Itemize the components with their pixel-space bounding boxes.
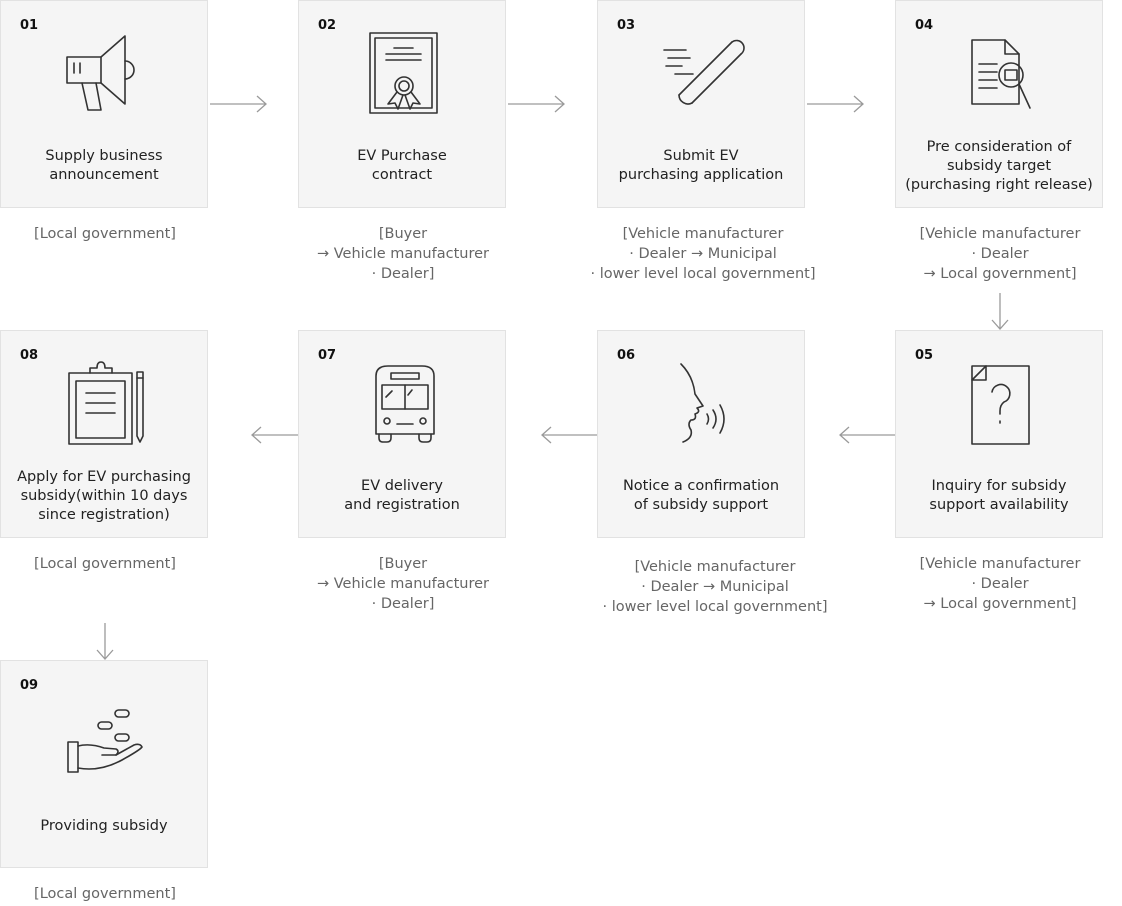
clipboard-pen-icon [68,361,144,445]
arrow-left-icon [251,426,298,444]
step-title: Submit EV purchasing application [618,148,784,183]
step-number: 06 [617,348,636,363]
step-05-actor: [Vehicle manufacturer · Dealer → Local g… [919,556,1081,612]
step-03-box: 03 Submit EV purchasing application [597,0,805,208]
step-03-actor: [Vehicle manufacturer · Dealer → Municip… [590,226,816,282]
step-title: EV delivery and registration [344,478,460,513]
step-02-actor: [Buyer → Vehicle manufacturer · Dealer] [317,226,489,282]
step-title: EV Purchase contract [357,148,447,183]
step-06-box: 06 Notice a confirmation of subsidy supp… [597,330,805,538]
step-05-box: 05 Inquiry for subsidy support availabil… [895,330,1103,538]
scroll-icon [663,39,745,105]
step-number: 03 [617,18,636,33]
arrow-right-icon [807,95,864,113]
step-title: Notice a confirmation of subsidy support [622,478,780,513]
step-number: 02 [318,18,337,33]
speaking-face-icon [680,363,725,443]
bus-icon [375,365,435,443]
step-02-box: 02 EV Purchase contract [298,0,506,208]
step-number: 04 [915,18,934,33]
step-04-actor: [Vehicle manufacturer · Dealer → Local g… [919,226,1081,282]
arrow-left-icon [541,426,597,444]
step-08-actor: [Local government] [34,556,176,572]
step-number: 01 [20,18,39,33]
step-04-box: 04 Pre consideration of subsidy target (… [895,0,1103,208]
certificate-icon [369,32,438,114]
step-09-box: 09 Providing subsidy [0,660,208,868]
step-title: Pre consideration of subsidy target (pur… [905,138,1093,193]
document-search-icon [971,39,1031,109]
step-07-actor: [Buyer → Vehicle manufacturer · Dealer] [317,556,489,612]
step-title: Apply for EV purchasing subsidy(within 1… [17,468,191,523]
step-number: 09 [20,678,39,693]
arrow-right-icon [210,95,267,113]
arrow-down-icon [991,293,1009,330]
step-06-actor: [Vehicle manufacturer · Dealer → Municip… [602,559,828,615]
arrow-down-icon [96,623,114,660]
step-08-box: 08 Apply for EV purchasing subsidy(withi… [0,330,208,538]
step-number: 05 [915,348,934,363]
hand-coins-icon [67,709,143,773]
step-09-actor: [Local government] [34,886,176,902]
step-01-actor: [Local government] [34,226,176,242]
step-number: 07 [318,348,337,363]
step-07-box: 07 EV delivery and registration [298,330,506,538]
step-01-box: 01 Supply business announcement [0,0,208,208]
step-title: Supply business announcement [45,148,163,183]
arrow-right-icon [508,95,565,113]
arrow-left-icon [839,426,895,444]
step-title: Inquiry for subsidy support availability [929,478,1069,513]
document-question-icon [971,365,1030,445]
megaphone-icon [66,35,135,111]
step-title: Providing subsidy [40,817,168,834]
step-number: 08 [20,348,39,363]
